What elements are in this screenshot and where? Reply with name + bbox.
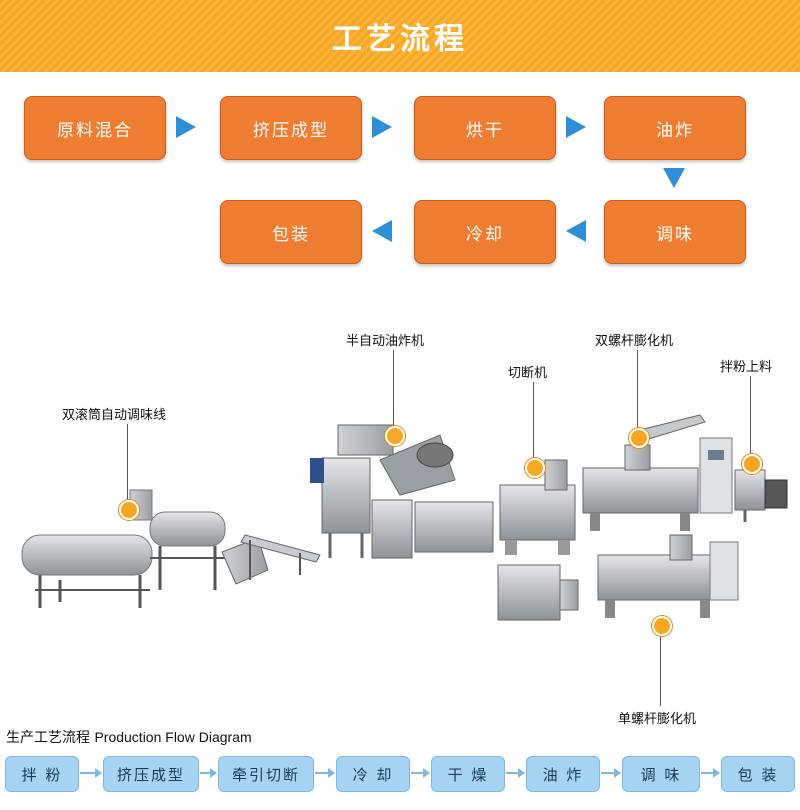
flow-title-cn: 生产工艺流程	[6, 730, 90, 746]
flow-step-drying: 干 燥	[431, 756, 505, 792]
flow-step-powder-mixing: 拌 粉	[5, 756, 79, 792]
flow-title-en: Production Flow Diagram	[94, 729, 252, 745]
flow-step-traction-cutting: 牵引切断	[218, 756, 314, 792]
location-marker-icon	[629, 428, 649, 448]
header-banner: 工艺流程	[0, 0, 800, 72]
location-marker-icon	[385, 426, 405, 446]
leader-line	[660, 632, 661, 706]
mixer-feeder	[734, 469, 788, 522]
location-marker-icon	[525, 458, 545, 478]
page-title: 工艺流程	[332, 22, 468, 57]
flow-step-frying: 油 炸	[526, 756, 600, 792]
label-cutting-machine: 切断机	[508, 366, 548, 381]
machine-illustration: 双滚筒自动调味线 半自动油炸机 切断机 双螺杆膨化机 拌粉上料 单螺杆膨化机	[0, 290, 800, 727]
arrow-right-icon	[176, 116, 196, 138]
arrow-right-icon	[566, 116, 586, 138]
double-drum-seasoning-machine	[21, 489, 226, 608]
label-single-screw-extruder: 单螺杆膨化机	[618, 712, 697, 727]
location-marker-icon	[652, 616, 672, 636]
production-line-image	[21, 414, 788, 621]
location-marker-icon	[742, 454, 762, 474]
label-twin-screw-extruder: 双螺杆膨化机	[595, 334, 674, 349]
arrow-left-icon	[566, 220, 586, 242]
fryer-machine	[310, 424, 494, 559]
process-step-mixing: 原料混合	[24, 96, 166, 160]
flow-arrow-icon	[506, 768, 525, 778]
process-step-cooling: 冷却	[414, 200, 556, 264]
conveyor	[221, 534, 321, 585]
arrow-left-icon	[372, 220, 392, 242]
flow-arrow-icon	[601, 768, 621, 778]
leader-line	[127, 424, 128, 504]
production-flow-title: 生产工艺流程 Production Flow Diagram	[6, 727, 252, 747]
flow-arrow-icon	[315, 768, 335, 778]
process-step-drying: 烘干	[414, 96, 556, 160]
flow-step-cooling: 冷 却	[336, 756, 410, 792]
flow-arrow-icon	[80, 768, 102, 778]
process-step-seasoning: 调味	[604, 200, 746, 264]
leader-line	[637, 350, 638, 430]
twin-screw-extruder	[582, 414, 733, 531]
process-step-frying: 油炸	[604, 96, 746, 160]
process-step-packaging: 包装	[220, 200, 362, 264]
arrow-down-icon	[663, 168, 685, 188]
flow-step-packaging: 包 装	[721, 756, 795, 792]
flow-arrow-icon	[701, 768, 720, 778]
flow-arrow-icon	[411, 768, 430, 778]
label-mixer-feeder: 拌粉上料	[720, 360, 773, 375]
label-double-drum-seasoning-line: 双滚筒自动调味线	[62, 408, 167, 423]
cutting-machine	[499, 459, 576, 555]
process-step-extrusion: 挤压成型	[220, 96, 362, 160]
location-marker-icon	[119, 500, 139, 520]
flow-arrow-icon	[200, 768, 217, 778]
leader-line	[393, 350, 394, 428]
leader-line	[750, 376, 751, 456]
flow-step-seasoning: 调 味	[622, 756, 700, 792]
label-semi-auto-fryer: 半自动油炸机	[346, 334, 425, 349]
flow-step-extrusion: 挤压成型	[103, 756, 199, 792]
arrow-right-icon	[372, 116, 392, 138]
leader-line	[533, 382, 534, 462]
single-screw-extruder	[497, 534, 739, 621]
